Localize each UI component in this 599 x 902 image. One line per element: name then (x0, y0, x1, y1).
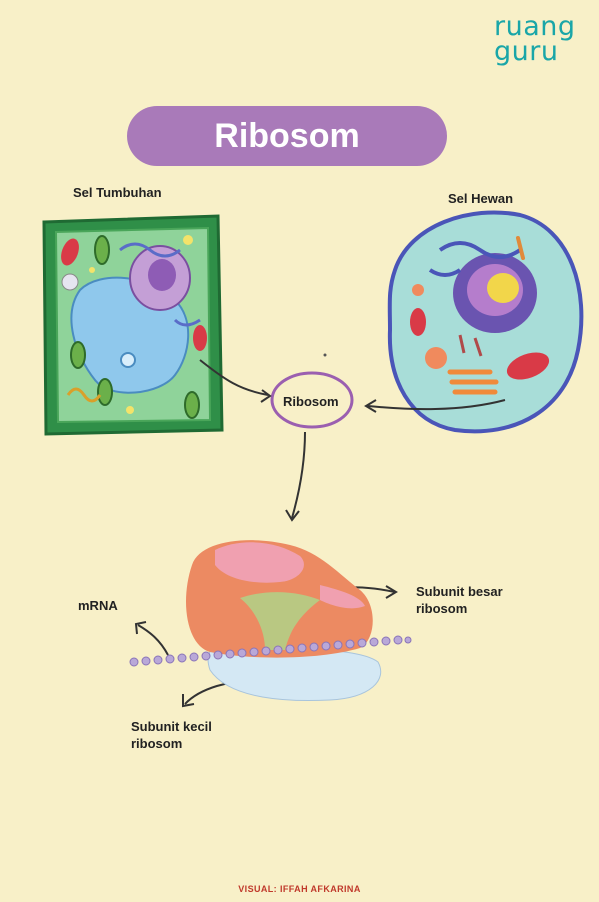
plant-cell-illustration (42, 214, 224, 436)
logo-line-1: ruang (494, 11, 576, 42)
label-large-subunit-line1: Subunit besar (416, 584, 503, 599)
label-plant-cell: Sel Tumbuhan (73, 185, 162, 200)
animal-cell-illustration (387, 210, 584, 434)
label-large-subunit: Subunit besar ribosom (416, 583, 503, 617)
connector-arrows (134, 359, 506, 708)
ribosome-circle (270, 371, 354, 429)
label-ribosome-center: Ribosom (283, 394, 339, 409)
logo-line-2: guru (494, 36, 559, 67)
page-title: Ribosom (127, 106, 447, 166)
label-small-subunit-line2: ribosom (131, 736, 183, 751)
label-animal-cell: Sel Hewan (448, 191, 514, 206)
label-mrna: mRNA (78, 598, 118, 613)
visual-credit: VISUAL: IFFAH AFKARINA (238, 884, 361, 894)
ruangguru-logo: ruang guru (494, 11, 584, 67)
ribosome-structure-illustration (129, 540, 412, 702)
label-large-subunit-line2: ribosom (416, 601, 468, 616)
label-small-subunit-line1: Subunit kecil (131, 719, 212, 734)
label-small-subunit: Subunit kecil ribosom (131, 718, 212, 752)
